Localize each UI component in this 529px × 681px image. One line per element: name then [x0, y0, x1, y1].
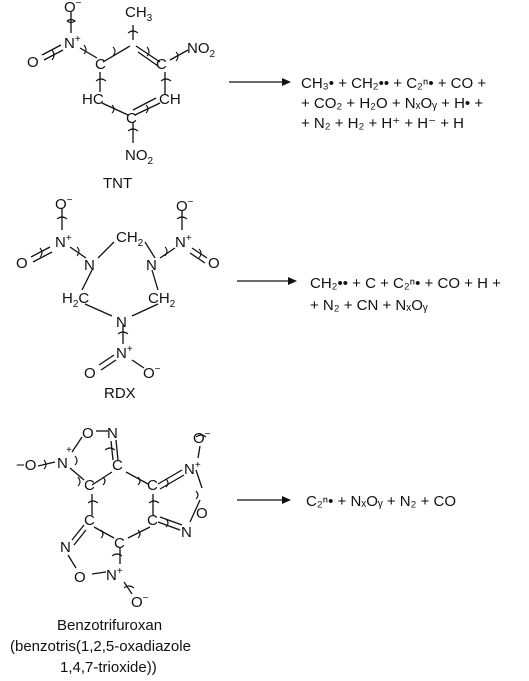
svg-text:O−: O−	[64, 0, 82, 16]
rdx-structure: O− O− N+ N+ CH2 O O N N H2C CH2 N N+ O O…	[16, 195, 220, 382]
rdx-products-line-2: + N₂ + CN + NₓOᵧ	[310, 297, 428, 314]
svg-text:C: C	[84, 477, 95, 494]
svg-text:+: +	[66, 445, 72, 456]
tnt-products-line-3: + N₂ + H₂ + H⁺ + H⁻ + H	[301, 115, 464, 132]
tnt-products-line-2: + CO₂ + H₂O + NₓOᵧ + H• +	[301, 95, 483, 112]
svg-text:O−: O−	[131, 593, 149, 611]
svg-text:N: N	[84, 257, 95, 274]
svg-text:C: C	[156, 56, 167, 73]
svg-text:CH2: CH2	[148, 290, 176, 310]
svg-text:O−: O−	[55, 195, 73, 213]
tnt-label: TNT	[103, 175, 132, 192]
svg-text:N+: N+	[175, 233, 192, 251]
svg-text:C: C	[114, 535, 125, 552]
rdx-products-line-1: CH₂•• + C + C₂ⁿ• + CO + H +	[310, 275, 501, 292]
svg-text:N: N	[181, 524, 192, 541]
rdx-arrow	[237, 277, 297, 285]
svg-text:N: N	[116, 314, 127, 331]
svg-text:C: C	[147, 512, 158, 529]
tnt-products-line-1: CH₃• + CH₂•• + C₂ⁿ• + CO +	[301, 75, 486, 92]
tnt-structure: O− CH3 N+ O C C NO2 HC CH C NO2	[27, 0, 216, 167]
svg-text:N: N	[146, 257, 157, 274]
svg-text:N+: N+	[116, 344, 133, 362]
svg-text:N+: N+	[106, 566, 123, 584]
svg-text:C: C	[84, 512, 95, 529]
benzotrifuroxan-products: C₂ⁿ• + NₓOᵧ + N₂ + CO	[306, 493, 456, 510]
svg-text:O: O	[27, 54, 39, 71]
svg-text:N: N	[57, 455, 68, 472]
benzotrifuroxan-structure: O N + −O N C C C O− N+ O N C C C N O N+ …	[16, 425, 211, 611]
svg-text:H2C: H2C	[62, 290, 89, 310]
benzotrifuroxan-systematic-name-line-2: 1,4,7-trioxide))	[60, 659, 157, 676]
svg-text:C: C	[147, 477, 158, 494]
svg-text:O: O	[82, 425, 94, 442]
svg-text:CH3: CH3	[125, 4, 153, 24]
svg-text:O−: O−	[176, 197, 194, 215]
svg-text:CH2: CH2	[116, 229, 144, 249]
svg-text:C: C	[112, 457, 123, 474]
svg-text:HC: HC	[82, 91, 104, 108]
svg-text:CH: CH	[159, 91, 181, 108]
svg-text:O−: O−	[193, 429, 211, 447]
svg-text:C: C	[126, 110, 137, 127]
benzotrifuroxan-arrow	[237, 496, 291, 504]
svg-text:O: O	[16, 255, 28, 272]
svg-text:N: N	[107, 425, 118, 442]
tnt-arrow	[229, 78, 291, 86]
rdx-label: RDX	[104, 385, 136, 402]
benzotrifuroxan-label: Benzotrifuroxan	[57, 617, 162, 634]
svg-text:O−: O−	[143, 364, 161, 382]
svg-text:NO2: NO2	[125, 147, 154, 167]
svg-text:O: O	[196, 505, 208, 522]
svg-text:O: O	[74, 569, 86, 586]
svg-text:O: O	[208, 255, 220, 272]
svg-text:NO2: NO2	[187, 40, 216, 60]
svg-text:N+: N+	[55, 233, 72, 251]
svg-text:N+: N+	[64, 34, 81, 52]
svg-text:N: N	[60, 539, 71, 556]
svg-text:O: O	[84, 365, 96, 382]
svg-text:−O: −O	[16, 457, 36, 474]
benzotrifuroxan-systematic-name-line-1: (benzotris(1,2,5-oxadiazole	[10, 638, 191, 655]
svg-text:C: C	[95, 56, 106, 73]
